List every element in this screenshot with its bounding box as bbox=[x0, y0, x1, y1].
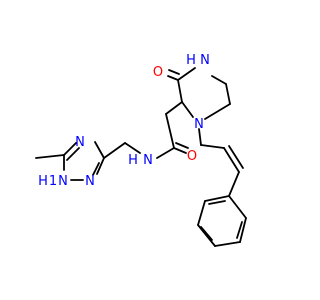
triazole-n-top-label: N bbox=[75, 135, 85, 150]
amide-h-label: H bbox=[128, 153, 138, 168]
atom-labels: N N H 1 N N H O O H N N bbox=[38, 53, 210, 189]
bond-carbonyl-o-double bbox=[175, 142, 189, 149]
cinnamyl-chain bbox=[198, 128, 244, 197]
bond-c3-ch2 bbox=[103, 142, 126, 159]
bond-ph-6 bbox=[204, 195, 230, 202]
molecule-structure: N N H 1 N N H O O H N N bbox=[35, 53, 247, 247]
bond-ch-phenyl bbox=[228, 171, 240, 197]
bond-ch2-nh bbox=[124, 142, 141, 154]
bond-n1-c2 bbox=[181, 101, 194, 118]
bond-c3-n2 bbox=[96, 157, 105, 175]
bond-c6-n1 bbox=[204, 103, 231, 120]
bond-ch-ch-double bbox=[228, 145, 244, 169]
bond-ph-inner-2 bbox=[200, 226, 213, 241]
bond-ch-ch bbox=[223, 147, 240, 173]
bond-c2-c3 bbox=[177, 79, 183, 103]
piperazine-n-label: N bbox=[194, 117, 204, 132]
piperazine-nh-label: N bbox=[200, 53, 210, 68]
bond-ph-1 bbox=[228, 195, 247, 219]
triazole-nh-h-label: H bbox=[38, 174, 48, 189]
ketone-o-label: O bbox=[153, 65, 163, 80]
bond-ph-inner-3 bbox=[208, 200, 226, 205]
bond-n4-c5 bbox=[211, 75, 227, 85]
bond-nh-carbonyl bbox=[156, 147, 175, 159]
piperazine-h-label: H bbox=[186, 53, 196, 68]
triazole-nh-label: N bbox=[58, 174, 68, 189]
bond-c3-n2-double bbox=[92, 162, 100, 176]
bond-carbonyl-o bbox=[173, 147, 187, 154]
linker-chain bbox=[103, 101, 189, 159]
amide-n-label: N bbox=[143, 153, 153, 168]
amide-o-label: O bbox=[187, 149, 197, 164]
bond-c3-o bbox=[167, 75, 179, 81]
bond-ph-4 bbox=[197, 224, 216, 247]
bond-c3-n4 bbox=[177, 67, 196, 81]
phenyl-ring bbox=[197, 195, 247, 247]
bond-c5-n4-double bbox=[66, 147, 80, 161]
molecule-canvas: N N H 1 N N H O O H N N bbox=[35, 53, 247, 247]
piperazinone-ring bbox=[167, 67, 231, 120]
triazole-ring bbox=[35, 141, 105, 181]
bond-ph-inner-1 bbox=[236, 221, 243, 239]
bond-n4-c3 bbox=[94, 141, 105, 159]
bond-c5-c6 bbox=[225, 83, 231, 105]
bond-ch2-ch bbox=[200, 144, 225, 149]
bond-ph-2 bbox=[239, 217, 247, 243]
bond-carbonyl-ch2 bbox=[165, 113, 175, 149]
triazole-nh-prefix-label: 1 bbox=[49, 174, 57, 189]
bond-c3-o-double bbox=[168, 69, 180, 75]
bond-c5-n4 bbox=[63, 142, 77, 156]
bond-methyl-c5 bbox=[35, 154, 65, 159]
triazole-n-bottom-label: N bbox=[85, 174, 95, 189]
bond-n1-ch2 bbox=[198, 128, 202, 146]
bond-ch2-ring bbox=[165, 101, 183, 115]
bond-ph-5 bbox=[197, 200, 206, 226]
bond-ph-3 bbox=[214, 241, 241, 247]
